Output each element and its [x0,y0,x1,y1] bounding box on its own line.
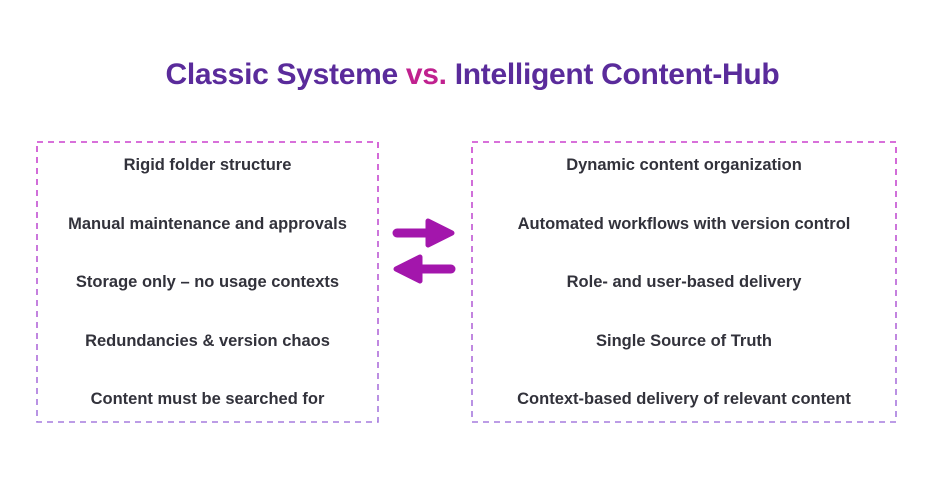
classic-system-box: Rigid folder structure Manual maintenanc… [36,141,379,423]
title-vs: vs. [405,58,447,91]
title-classic-part: Classic Systeme [165,58,399,91]
list-item: Role- and user-based delivery [566,273,802,291]
swap-arrows-icon [392,218,456,284]
title-hub-part: Intelligent Content-Hub [454,58,780,91]
list-item: Rigid folder structure [123,156,292,174]
list-item: Dynamic content organization [566,156,802,174]
list-item: Redundancies & version chaos [85,331,330,350]
list-item: Manual maintenance and approvals [68,214,347,233]
list-item: Content must be searched for [90,390,325,408]
list-item: Automated workflows with version control [517,214,851,233]
list-item: Context-based delivery of relevant conte… [517,390,851,408]
list-item: Single Source of Truth [595,331,772,350]
page-title: Classic Systeme vs. Intelligent Content-… [0,58,945,92]
list-item: Storage only – no usage contexts [75,273,340,291]
intelligent-content-hub-box: Dynamic content organization Automated w… [471,141,897,423]
